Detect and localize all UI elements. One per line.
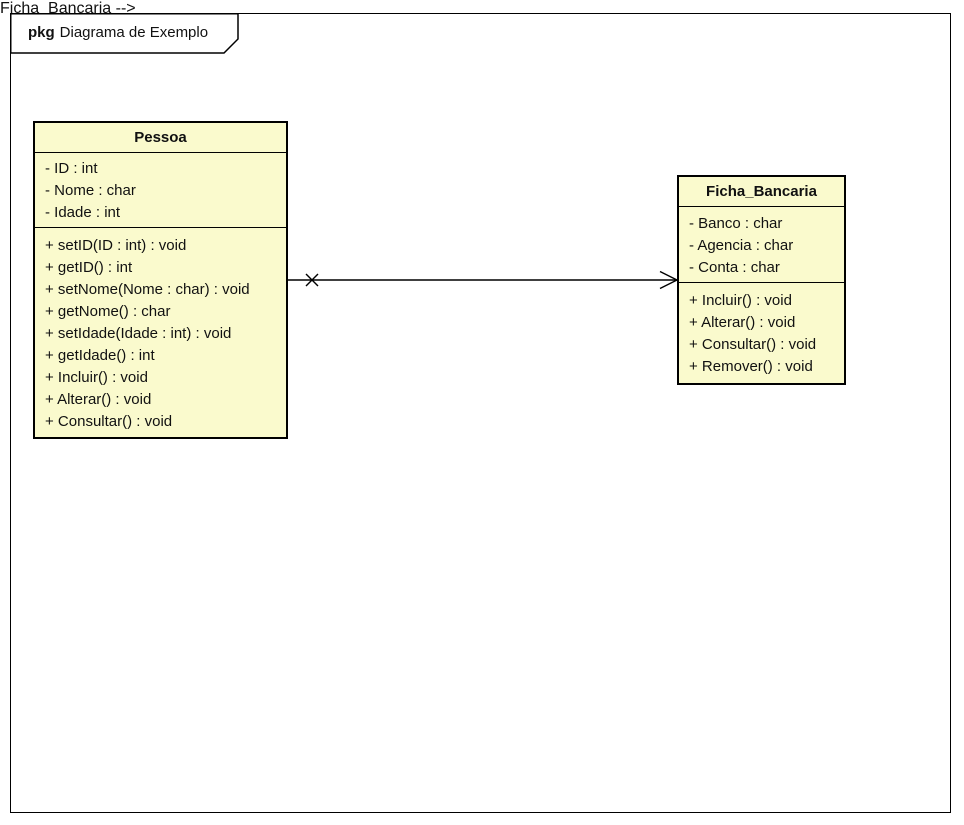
class-pessoa[interactable]: Pessoa - ID : int - Nome : char - Idade … — [33, 121, 288, 439]
method: + Alterar() : void — [45, 391, 152, 408]
method: + getNome() : char — [45, 303, 171, 320]
method: + Remover() : void — [689, 358, 813, 375]
attribute: - Conta : char — [689, 259, 780, 276]
non-navigable-x-marker — [305, 273, 319, 287]
package-tab-label: pkg Diagrama de Exemplo — [28, 24, 208, 41]
class-ficha-bancaria-name: Ficha_Bancaria — [679, 177, 844, 207]
attribute: - Idade : int — [45, 204, 121, 221]
attribute: - Banco : char — [689, 215, 783, 232]
class-pessoa-attributes: - ID : int - Nome : char - Idade : int — [35, 153, 286, 228]
method: + Incluir() : void — [45, 369, 148, 386]
class-ficha-bancaria[interactable]: Ficha_Bancaria - Banco : char - Agencia … — [677, 175, 846, 385]
class-ficha-bancaria-attributes: - Banco : char - Agencia : char - Conta … — [679, 207, 844, 283]
association-connector[interactable] — [288, 262, 680, 298]
attribute: - ID : int — [45, 160, 98, 177]
package-tab-shape — [10, 13, 239, 54]
package-tab — [10, 13, 239, 54]
method: + getIdade() : int — [45, 347, 155, 364]
class-ficha-bancaria-methods: + Incluir() : void + Alterar() : void + … — [679, 283, 844, 383]
method: + Consultar() : void — [45, 413, 173, 430]
method: + Alterar() : void — [689, 314, 796, 331]
method: + Consultar() : void — [689, 336, 817, 353]
open-arrowhead-icon — [659, 270, 678, 290]
class-pessoa-methods: + setID(ID : int) : void + getID() : int… — [35, 228, 286, 437]
attribute: - Agencia : char — [689, 237, 794, 254]
method: + Incluir() : void — [689, 292, 792, 309]
class-pessoa-name: Pessoa — [35, 123, 286, 153]
package-title: Diagrama de Exemplo — [59, 24, 209, 41]
method: + setIdade(Idade : int) : void — [45, 325, 232, 342]
package-keyword: pkg — [28, 24, 55, 41]
method: + setID(ID : int) : void — [45, 237, 187, 254]
method: + setNome(Nome : char) : void — [45, 281, 250, 298]
attribute: - Nome : char — [45, 182, 136, 199]
method: + getID() : int — [45, 259, 133, 276]
